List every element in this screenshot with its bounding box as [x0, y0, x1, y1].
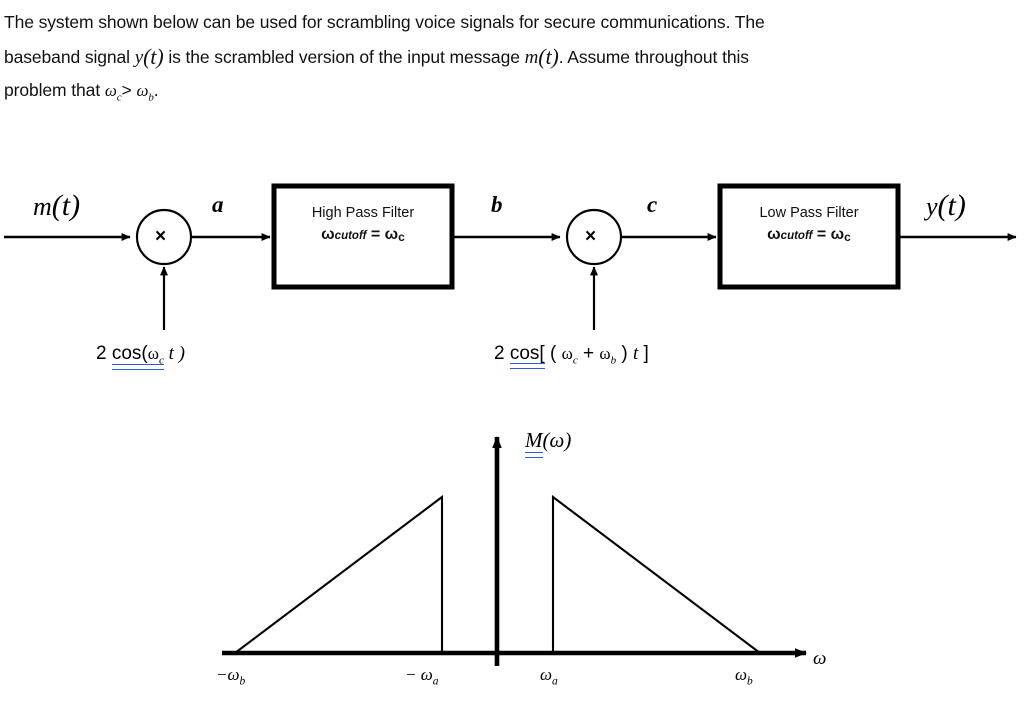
statement-m-argument: (t) — [538, 44, 559, 69]
input-signal-label: m(t) — [33, 189, 81, 222]
statement-line-2-part-b: is the scrambled version of the input me… — [168, 47, 520, 67]
lpf-title: Low Pass Filter — [759, 205, 859, 221]
lpf-cutoff-spec: ωcutoff = ωc — [767, 226, 851, 244]
hpf-cutoff-spec: ωcutoff = ωc — [321, 226, 405, 244]
osc1-spellcheck-underline: cos(ωc — [111, 343, 164, 371]
multiplier-2-symbol: × — [585, 226, 597, 247]
hpf-title: High Pass Filter — [311, 205, 415, 221]
statement-line-3: problem that ωc> ωb. — [4, 74, 1016, 114]
statement-line-1-text: The system shown below can be used for s… — [4, 12, 765, 32]
statement-line-1: The system shown below can be used for s… — [4, 6, 1016, 39]
statement-greater-than: > — [121, 80, 132, 100]
statement-omega-b: ωb — [136, 81, 154, 104]
node-label-b: b — [491, 192, 503, 217]
node-label-a: a — [212, 192, 224, 217]
low-pass-filter-label: Low Pass Filter ωcutoff = ωc — [720, 205, 898, 244]
spectrum-tick-minus-omega-b: −ωb — [216, 665, 246, 688]
statement-m-symbol: m — [524, 47, 539, 68]
statement-y-argument: (t) — [143, 44, 164, 69]
statement-line-2-part-a: baseband signal — [4, 47, 130, 67]
spectrum-plot-group — [222, 436, 807, 666]
spectrum-negative-lobe — [234, 494, 444, 654]
spectrum-tick-omega-b: ωb — [735, 665, 753, 688]
statement-line-2: baseband signal y(t) is the scrambled ve… — [4, 39, 1016, 74]
output-signal-label: y(t) — [926, 189, 966, 222]
problem-statement: The system shown below can be used for s… — [4, 6, 1016, 114]
spectrum-x-axis-label: ω — [813, 648, 827, 669]
osc2-spellcheck-underline: cos[ — [509, 343, 545, 369]
spectrum-positive-lobe — [551, 494, 761, 654]
statement-y-symbol: y — [134, 47, 144, 68]
oscillator-2-expression: 2 cos[ ( ωc + ωb ) t ] — [494, 343, 649, 369]
statement-line-2-part-c: . Assume throughout this — [558, 47, 749, 67]
statement-omega-c: ωc — [104, 81, 122, 104]
spectrum-tick-minus-omega-a: − ωa — [405, 665, 439, 688]
high-pass-filter-label: High Pass Filter ωcutoff = ωc — [274, 205, 452, 244]
statement-period: . — [153, 80, 159, 100]
spectrum-tick-omega-a: ωa — [540, 665, 558, 688]
oscillator-1-expression: 2 cos(ωc t ) — [96, 343, 185, 371]
statement-line-3-part-a: problem that — [4, 80, 101, 100]
node-label-c: c — [647, 192, 658, 217]
spectrum-title-spellcheck-underline: M — [525, 428, 543, 458]
spectrum-title-label: M(ω) — [525, 428, 572, 458]
multiplier-1-symbol: × — [155, 226, 167, 247]
